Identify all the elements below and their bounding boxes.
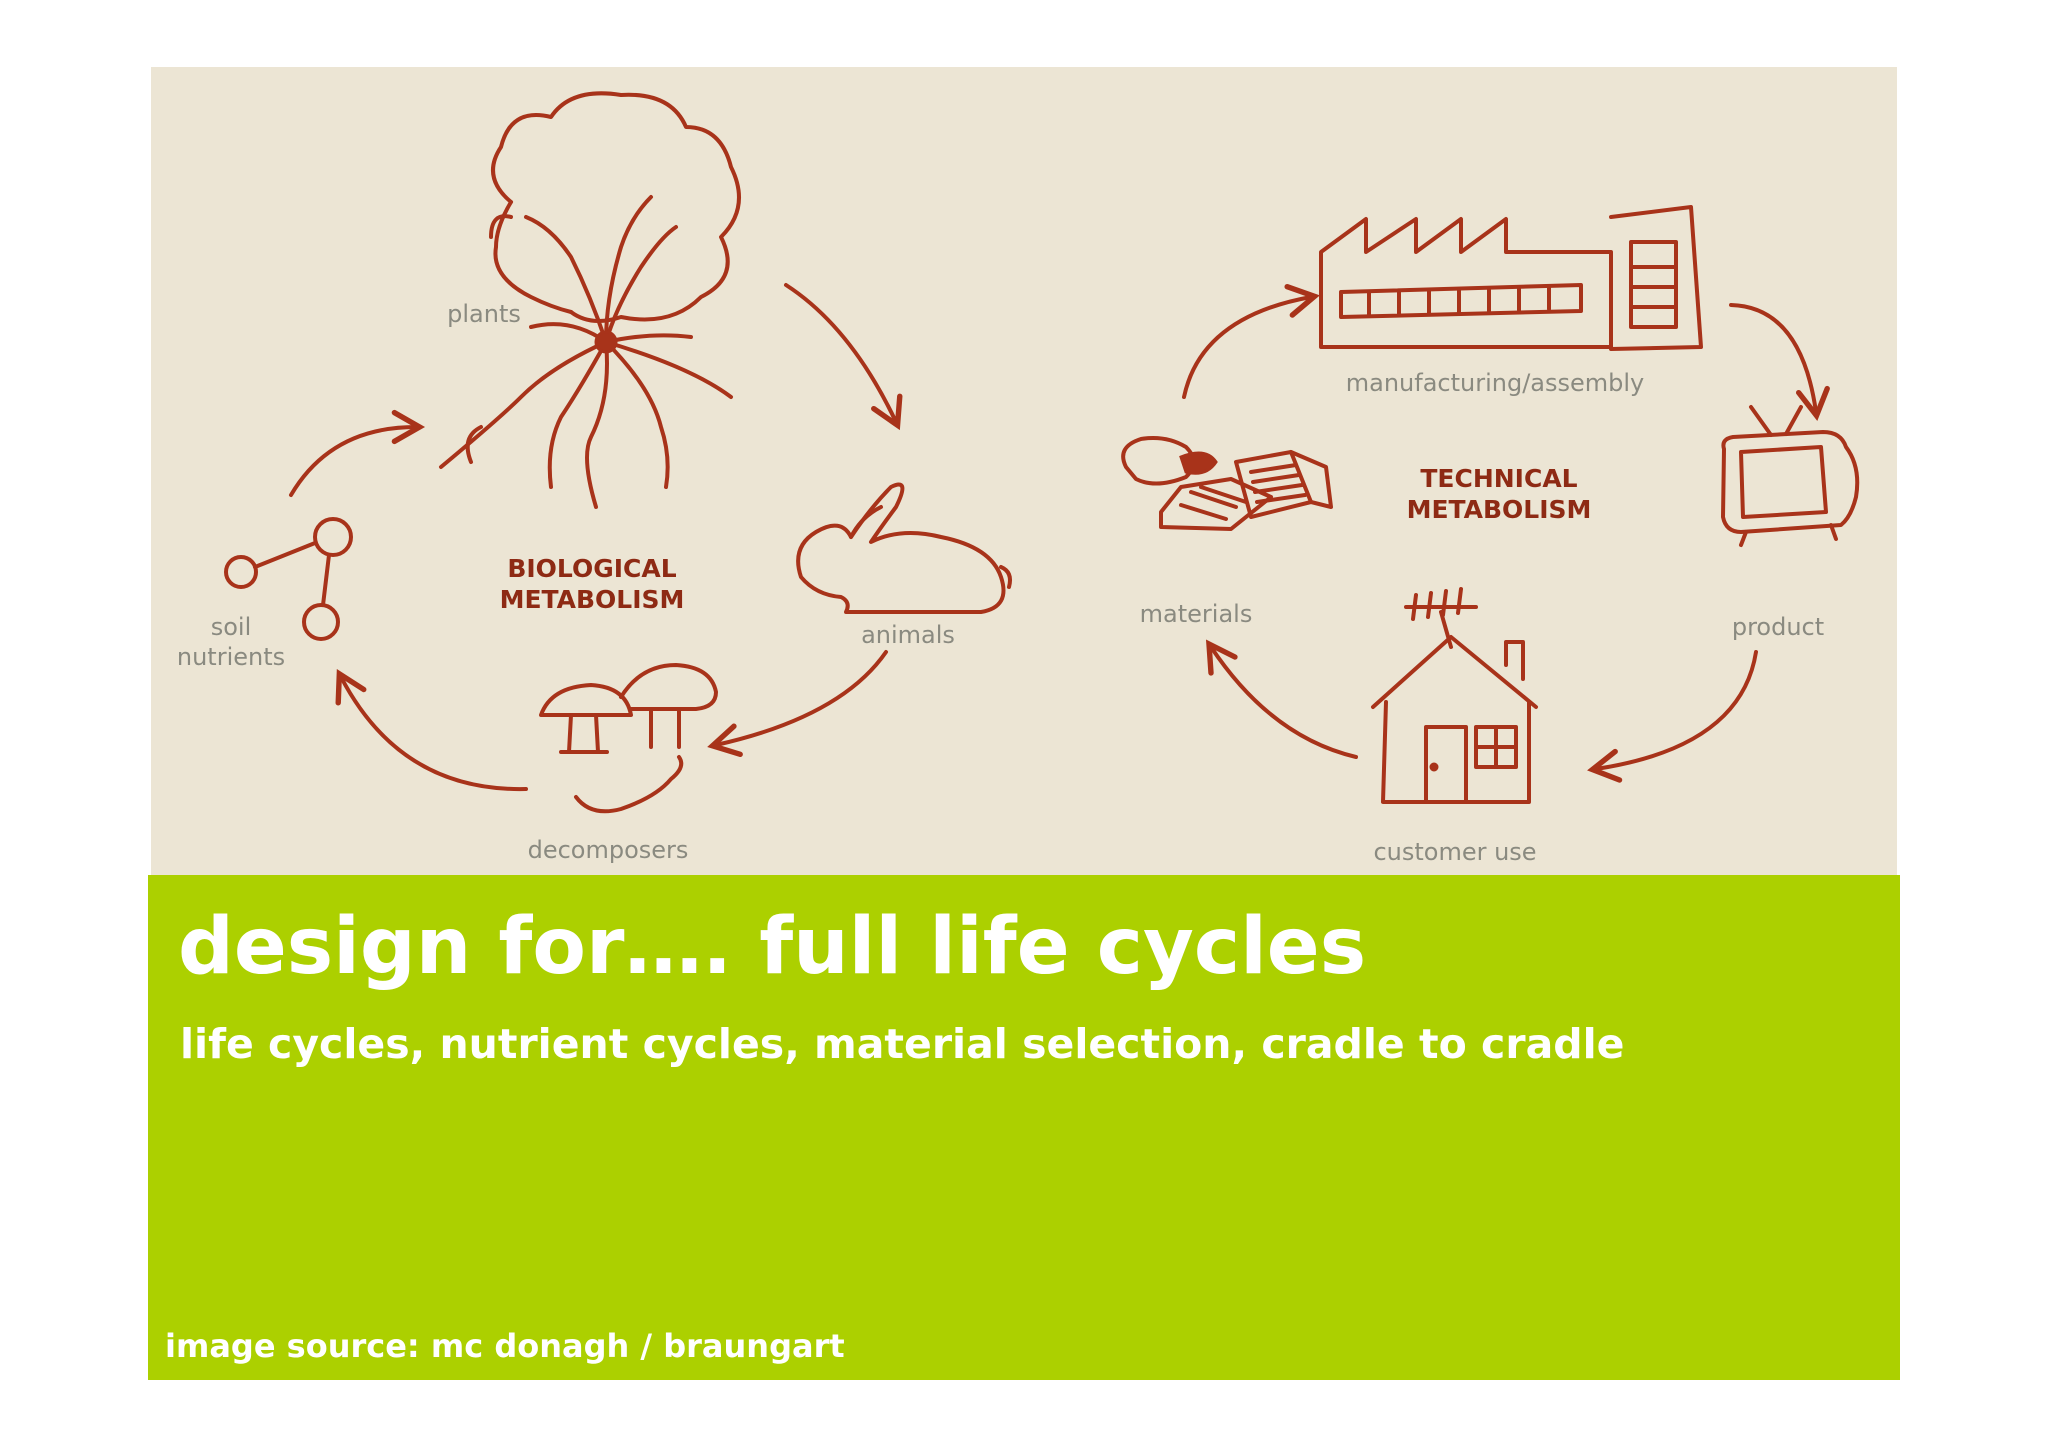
slide-title: design for…. full life cycles <box>178 902 1367 992</box>
materials-icon <box>1121 436 1333 531</box>
label-product: product <box>1731 613 1825 641</box>
arrow-materials-to-manufacturing <box>1182 284 1320 399</box>
factory-icon <box>1319 205 1703 351</box>
arrow-manufacturing-to-product <box>1729 303 1830 421</box>
biological-title-line2: METABOLISM <box>499 585 685 614</box>
tree-icon <box>439 91 741 509</box>
house-icon <box>1371 587 1538 804</box>
label-soil-nutrients: soil nutrients <box>177 612 285 672</box>
arrow-product-to-customer <box>1587 650 1758 783</box>
soil-line1: soil <box>210 613 252 641</box>
arrow-animals-to-decomposers <box>707 650 888 758</box>
molecule-icon <box>224 517 353 641</box>
image-source-credit: image source: mc donagh / braungart <box>165 1327 845 1365</box>
technical-title-line2: METABOLISM <box>1406 495 1592 524</box>
label-customer-use: customer use <box>1373 838 1537 866</box>
technical-title-line1: TECHNICAL <box>1420 464 1578 493</box>
label-materials: materials <box>1139 600 1253 628</box>
arrow-customer-to-materials <box>1205 639 1358 759</box>
arrow-plants-to-animals <box>784 283 903 431</box>
biological-title-line1: BIOLOGICAL <box>507 554 677 583</box>
soil-line2: nutrients <box>176 643 286 671</box>
biological-metabolism-title: BIOLOGICAL METABOLISM <box>500 553 685 615</box>
worm-icon <box>574 755 684 814</box>
diagram-panel: plants BIOLOGICAL METABOLISM animals dec… <box>151 67 1897 875</box>
rabbit-icon <box>796 482 1012 614</box>
technical-metabolism-title: TECHNICAL METABOLISM <box>1407 463 1592 525</box>
label-manufacturing: manufacturing/assembly <box>1345 369 1645 397</box>
label-animals: animals <box>861 621 955 649</box>
television-icon <box>1721 405 1860 547</box>
arrow-soil-to-plants <box>289 409 426 497</box>
title-panel: design for…. full life cycles life cycle… <box>148 875 1900 1380</box>
mushroom-icon <box>539 663 718 754</box>
label-decomposers: decomposers <box>527 836 689 864</box>
slide-subtitle: life cycles, nutrient cycles, material s… <box>180 1020 1625 1068</box>
cycle-diagram <box>224 91 1860 814</box>
arrow-decomposers-to-soil <box>335 668 528 792</box>
label-plants: plants <box>447 300 521 328</box>
